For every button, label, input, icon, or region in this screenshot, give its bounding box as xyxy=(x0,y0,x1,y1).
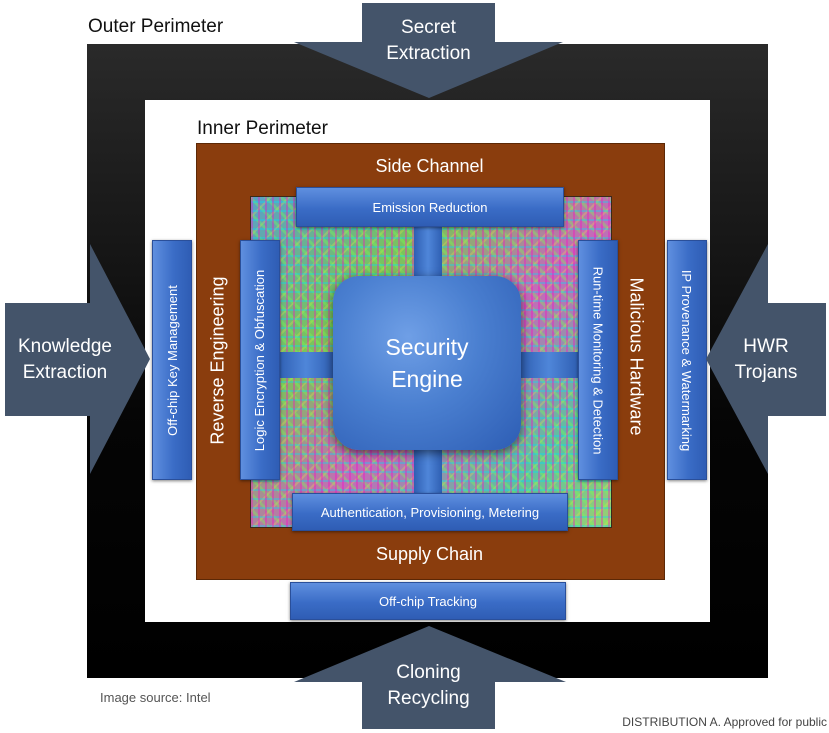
distribution-statement: DISTRIBUTION A. Approved for public xyxy=(622,715,827,729)
arrow-bottom-line-1: Cloning xyxy=(396,662,461,683)
arrow-right-shape xyxy=(706,244,826,474)
connector-bottom xyxy=(414,448,442,494)
connector-top xyxy=(414,226,442,278)
arrow-top-line-1: Secret xyxy=(401,17,456,38)
arrow-bottom-line-2: Recycling xyxy=(387,688,470,709)
image-source-caption: Image source: Intel xyxy=(100,690,211,705)
connector-left xyxy=(278,352,334,378)
arrow-bottom-shape xyxy=(294,626,566,729)
inner-perimeter-label: Inner Perimeter xyxy=(197,118,328,139)
security-engine-line-2: Engine xyxy=(391,366,463,392)
runtime-monitoring-bar: Run-time Monitoring & Detection xyxy=(578,240,618,480)
side-channel-label: Side Channel xyxy=(375,156,484,176)
secret-extraction-label: Secret Extraction xyxy=(362,15,495,67)
knowledge-extraction-label: Knowledge Extraction xyxy=(5,334,125,386)
arrow-right-line-2: Trojans xyxy=(734,362,798,383)
off-chip-key-management-bar: Off-chip Key Management xyxy=(152,240,192,480)
connector-right xyxy=(520,352,578,378)
outer-perimeter-label: Outer Perimeter xyxy=(88,16,224,37)
security-engine: Security Engine xyxy=(333,276,521,450)
arrow-left-line-2: Extraction xyxy=(22,362,108,383)
arrow-top-line-2: Extraction xyxy=(386,43,471,64)
off-chip-tracking-bar: Off-chip Tracking xyxy=(290,582,566,620)
ip-provenance-bar: IP Provenance & Watermarking xyxy=(667,240,707,480)
arrow-left-line-1: Knowledge xyxy=(17,336,113,357)
security-engine-line-1: Security xyxy=(385,334,469,360)
emission-reduction-bar: Emission Reduction xyxy=(296,187,564,227)
arrow-right-line-1: HWR xyxy=(743,336,789,357)
authentication-bar: Authentication, Provisioning, Metering xyxy=(292,493,568,531)
hwr-trojans-label: HWR Trojans xyxy=(726,334,806,386)
supply-chain-label: Supply Chain xyxy=(375,544,484,564)
logic-encryption-bar: Logic Encryption & Obfuscation xyxy=(240,240,280,480)
cloning-recycling-label: Cloning Recycling xyxy=(362,660,495,712)
arrow-top-shape xyxy=(294,3,563,98)
arrow-left-shape xyxy=(5,244,150,474)
